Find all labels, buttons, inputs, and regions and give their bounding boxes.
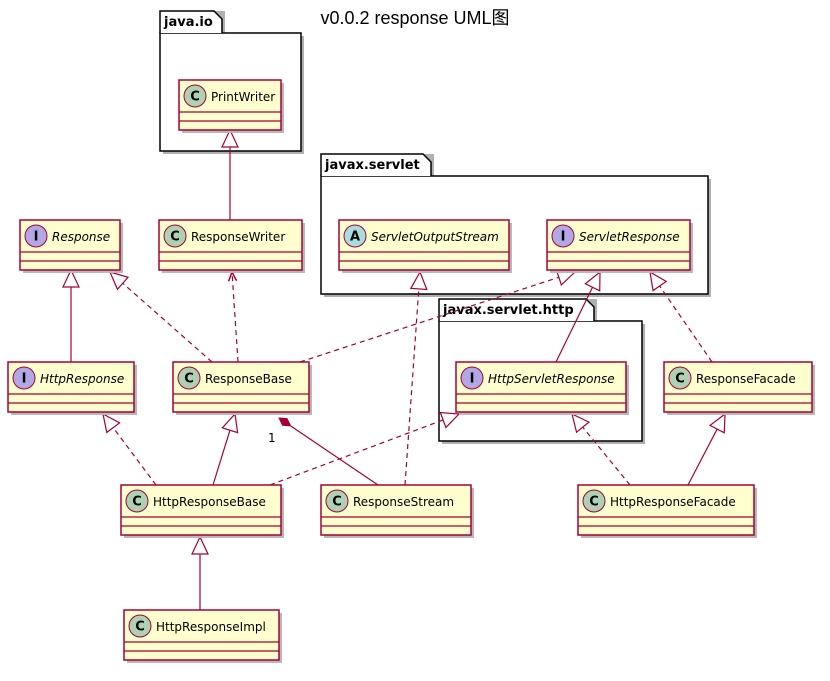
inheritance-arrowhead bbox=[191, 535, 209, 555]
interface-stereotype-icon bbox=[24, 224, 48, 248]
class-stereotype-icon bbox=[128, 614, 152, 638]
relation-extends-http-response-impl-to-http-response-base bbox=[191, 535, 209, 610]
class-stereotype-icon bbox=[125, 489, 149, 513]
class-name: HttpResponseBase bbox=[153, 495, 266, 509]
inheritance-arrowhead bbox=[221, 412, 239, 434]
stereotype-letter: C bbox=[589, 495, 599, 510]
inheritance-arrowhead bbox=[108, 271, 130, 291]
class-http-response-base[interactable]: C HttpResponseBase bbox=[120, 484, 284, 538]
class-name: Response bbox=[52, 230, 110, 244]
interface-stereotype-icon bbox=[12, 366, 36, 390]
inheritance-arrowhead bbox=[439, 411, 461, 429]
inheritance-arrowhead bbox=[571, 412, 591, 434]
class-response-facade[interactable]: C ResponseFacade bbox=[663, 361, 815, 415]
stereotype-letter: C bbox=[184, 372, 194, 387]
class-http-response-impl[interactable]: C HttpResponseImpl bbox=[123, 609, 282, 663]
abstract-stereotype-icon bbox=[343, 224, 367, 248]
class-http-servlet-response[interactable]: I HttpServletResponse bbox=[455, 361, 629, 415]
inheritance-arrowhead bbox=[62, 268, 80, 288]
relation-extends-http-servlet-response-to-servlet-response bbox=[555, 270, 601, 363]
relation-implements-response-facade-to-servlet-response bbox=[649, 270, 713, 363]
class-name: HttpResponseImpl bbox=[156, 620, 266, 634]
relation-dependency-response-base-to-response-writer bbox=[227, 270, 239, 363]
class-stereotype-icon bbox=[582, 489, 606, 513]
class-stereotype-icon bbox=[325, 489, 349, 513]
package-name: javax.servlet bbox=[324, 158, 420, 173]
class-servlet-output-stream[interactable]: A ServletOutputStream bbox=[338, 219, 512, 273]
package-name: java.io bbox=[163, 15, 213, 30]
stereotype-letter: I bbox=[470, 372, 475, 387]
class-print-writer[interactable]: C PrintWriter bbox=[178, 79, 284, 133]
class-name: ServletOutputStream bbox=[371, 230, 499, 244]
interface-stereotype-icon bbox=[460, 366, 484, 390]
class-stereotype-icon bbox=[183, 84, 207, 108]
relation-implements-http-response-base-to-http-servlet-response bbox=[269, 411, 461, 486]
class-stereotype-icon bbox=[177, 366, 201, 390]
class-servlet-response[interactable]: I ServletResponse bbox=[546, 219, 693, 273]
class-name: ServletResponse bbox=[579, 230, 680, 244]
composition-diamond bbox=[278, 417, 292, 427]
diagram-title: v0.0.2 response UML图 bbox=[320, 8, 510, 28]
stereotype-letter: C bbox=[135, 620, 145, 635]
relation-extends-http-response-to-response bbox=[62, 268, 80, 362]
stereotype-letter: I bbox=[561, 230, 566, 245]
stereotype-letter: C bbox=[170, 230, 180, 245]
class-name: HttpResponseFacade bbox=[610, 495, 736, 509]
inheritance-arrowhead bbox=[102, 412, 121, 434]
stereotype-letter: C bbox=[675, 372, 685, 387]
relation-implements-response-base-to-response bbox=[108, 271, 213, 363]
stereotype-letter: I bbox=[22, 372, 27, 387]
stereotype-letter: C bbox=[132, 495, 142, 510]
inheritance-arrowhead bbox=[409, 270, 428, 291]
class-response-base[interactable]: C ResponseBase bbox=[172, 361, 312, 415]
class-name: ResponseBase bbox=[205, 372, 292, 386]
class-response[interactable]: I Response bbox=[19, 219, 123, 273]
class-response-stream[interactable]: C ResponseStream bbox=[320, 484, 474, 538]
class-name: ResponseFacade bbox=[696, 372, 796, 386]
stereotype-letter: I bbox=[34, 230, 39, 245]
stereotype-letter: C bbox=[332, 495, 342, 510]
class-response-writer[interactable]: C ResponseWriter bbox=[158, 219, 305, 273]
inheritance-arrowhead bbox=[708, 412, 726, 434]
class-stereotype-icon bbox=[163, 224, 187, 248]
stereotype-letter: C bbox=[190, 90, 200, 105]
class-stereotype-icon bbox=[668, 366, 692, 390]
relation-composition-response-stream-to-response-base: 1 bbox=[268, 417, 379, 486]
relation-implements-response-base-to-servlet-response bbox=[299, 268, 577, 363]
inheritance-arrowhead bbox=[584, 270, 601, 292]
stereotype-letter: A bbox=[350, 230, 360, 245]
class-name: ResponseWriter bbox=[191, 230, 285, 244]
multiplicity-label: 1 bbox=[268, 431, 276, 445]
class-name: HttpResponse bbox=[40, 372, 124, 386]
class-http-response-facade[interactable]: C HttpResponseFacade bbox=[577, 484, 757, 538]
relations-layer: 1 bbox=[62, 128, 726, 610]
relation-implements-http-response-base-to-http-response bbox=[102, 412, 157, 486]
inheritance-arrowhead bbox=[649, 270, 668, 292]
package-name: javax.servlet.http bbox=[442, 303, 574, 318]
relation-implements-response-stream-to-servlet-output-stream bbox=[404, 270, 428, 486]
inheritance-arrowhead bbox=[221, 128, 239, 148]
relation-implements-http-response-facade-to-http-servlet-response bbox=[571, 412, 631, 486]
class-http-response[interactable]: I HttpResponse bbox=[7, 361, 137, 415]
class-name: ResponseStream bbox=[353, 495, 454, 509]
relation-extends-http-response-facade-to-response-facade bbox=[687, 412, 726, 486]
class-name: PrintWriter bbox=[211, 90, 275, 104]
interface-stereotype-icon bbox=[551, 224, 575, 248]
relation-extends-http-response-base-to-response-base bbox=[212, 412, 239, 486]
class-name: HttpServletResponse bbox=[488, 372, 615, 386]
relation-extends-response-writer-to-print-writer bbox=[221, 128, 239, 220]
